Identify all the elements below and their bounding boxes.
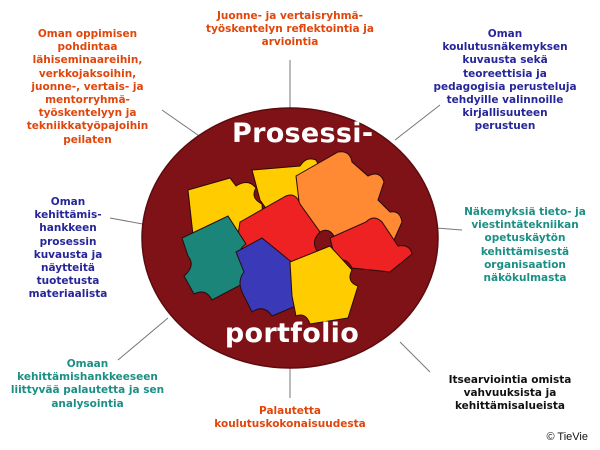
label-bottom-left: Omaan kehittämishankkeeseen liittyvää pa…	[10, 358, 165, 410]
label-top-center: Juonne- ja vertaisryhmä- työskentelyn re…	[206, 10, 374, 49]
label-top-right: Oman koulutusnäkemyksen kuvausta sekä te…	[433, 28, 577, 133]
spoke-left	[109, 217, 149, 226]
puzzle-piece-red-right	[329, 217, 413, 273]
spoke-top-left	[161, 109, 206, 141]
spoke-lines	[109, 60, 463, 398]
spoke-bottom-left	[117, 317, 169, 361]
label-left: Oman kehittämis- hankkeen prosessin kuva…	[28, 196, 108, 301]
label-top-left: Oman oppimisen pohdintaa lähiseminaareih…	[26, 28, 149, 146]
spoke-right	[435, 227, 463, 231]
label-bottom-center: Palautetta koulutuskokonaisuudesta	[214, 405, 366, 431]
copyright-notice: © TieVie	[546, 431, 588, 443]
label-bottom-right: Itsearviointia omista vahvuuksista ja ke…	[448, 374, 572, 413]
puzzle-cluster	[181, 151, 413, 325]
puzzle-piece-yellow-bottom	[289, 245, 359, 325]
spoke-top-right	[394, 104, 441, 141]
label-right: Näkemyksiä tieto- ja viestintätekniikan …	[464, 206, 586, 285]
title-top: Prosessi-	[232, 118, 374, 149]
spoke-bottom-right	[399, 341, 431, 373]
title-bottom: portfolio	[224, 318, 360, 349]
